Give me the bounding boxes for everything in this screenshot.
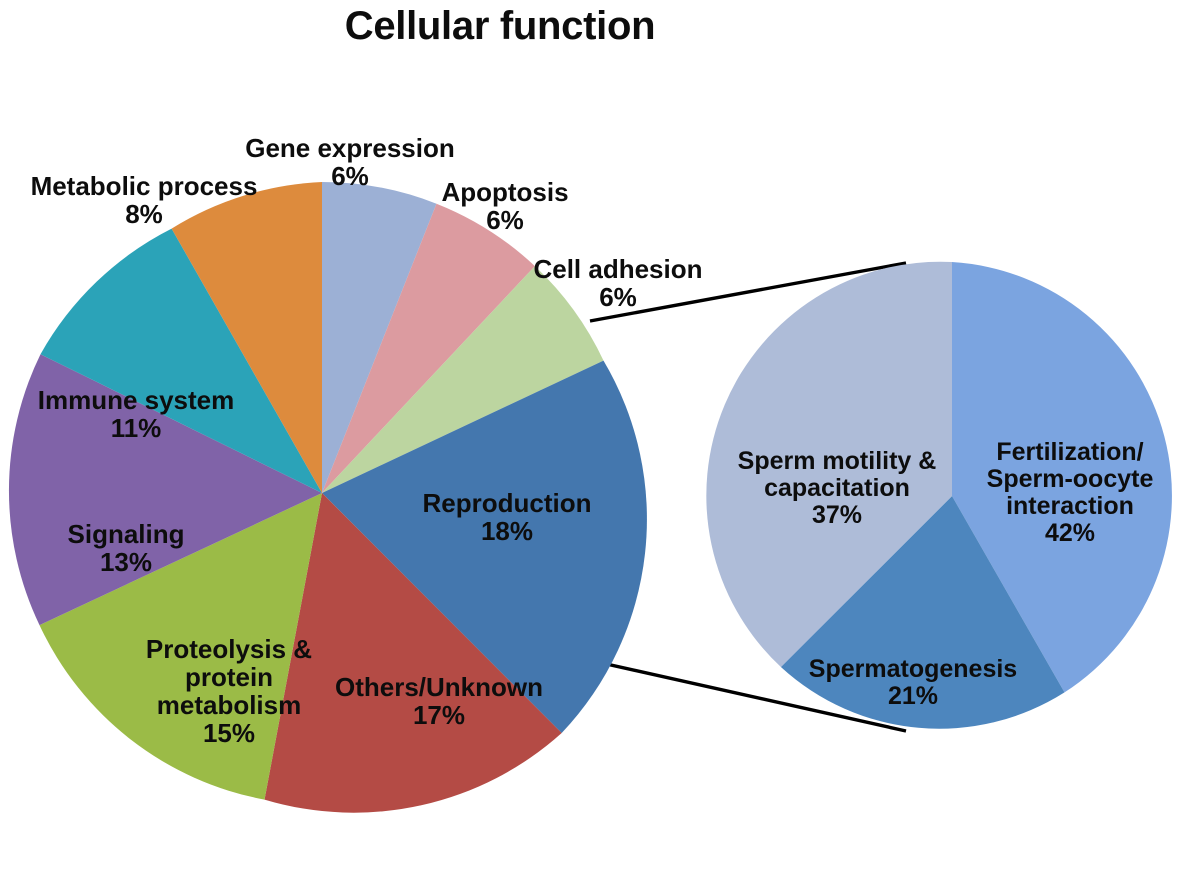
label-immune-system-pct: 11% xyxy=(110,413,162,444)
label-fertilization-name: Fertilization/ Sperm-oocyte interaction xyxy=(986,438,1154,520)
label-reproduction: Reproduction 18% xyxy=(402,461,612,573)
label-others-unknown: Others/Unknown 17% xyxy=(320,645,558,757)
slice-apoptosis[interactable] xyxy=(322,203,535,493)
label-signaling-name: Signaling xyxy=(67,519,185,550)
label-gene-expression-name: Gene expression xyxy=(245,133,455,164)
label-sperm-motility-capacitation: Sperm motility & capacitation 37% xyxy=(722,421,952,556)
main-pie xyxy=(8,181,647,813)
label-metabolic-process: Metabolic process 8% xyxy=(14,144,274,256)
slice-proteolysis-protein-metabolism[interactable] xyxy=(39,493,323,800)
connector-line-bottom xyxy=(592,659,907,733)
label-spermatogenesis-name: Spermatogenesis xyxy=(808,655,1018,683)
page-title: Cellular function xyxy=(344,4,656,48)
label-metabolic-process-pct: 8% xyxy=(125,199,163,230)
label-others-unknown-pct: 17% xyxy=(412,700,466,731)
slice-spermatogenesis[interactable] xyxy=(780,496,1065,729)
slice-immune-system[interactable] xyxy=(40,228,323,493)
slice-reproduction[interactable] xyxy=(322,360,647,733)
label-gene-expression: Gene expression 6% xyxy=(230,106,470,218)
label-proteolysis-protein-metabolism: Proteolysis & protein metabolism 15% xyxy=(123,607,335,775)
slice-fertilization-sperm-oocyte[interactable] xyxy=(952,262,1172,693)
label-spermatogenesis: Spermatogenesis 21% xyxy=(790,629,1036,737)
label-fertilization-sperm-oocyte: Fertilization/ Sperm-oocyte interaction … xyxy=(960,412,1180,574)
label-sperm-motility-name: Sperm motility & capacitation xyxy=(737,447,937,502)
label-immune-system: Immune system 11% xyxy=(16,358,256,470)
label-gene-expression-pct: 6% xyxy=(331,161,369,192)
label-apoptosis-name: Apoptosis xyxy=(441,177,569,208)
label-reproduction-pct: 18% xyxy=(480,516,534,547)
label-reproduction-name: Reproduction xyxy=(422,488,592,519)
slice-cell-adhesion[interactable] xyxy=(322,266,604,493)
label-immune-system-name: Immune system xyxy=(37,385,235,416)
label-spermatogenesis-pct: 21% xyxy=(887,682,939,710)
label-sperm-motility-pct: 37% xyxy=(811,501,863,529)
label-others-unknown-name: Others/Unknown xyxy=(334,672,543,703)
slice-gene-expression[interactable] xyxy=(322,181,437,493)
detail-pie xyxy=(706,261,1172,729)
slice-metabolic-process[interactable] xyxy=(171,182,322,493)
slice-sperm-motility-capacitation[interactable] xyxy=(706,261,952,667)
label-cell-adhesion-pct: 6% xyxy=(599,282,637,313)
label-proteolysis-pct: 15% xyxy=(202,718,256,749)
label-fertilization-pct: 42% xyxy=(1044,519,1096,547)
label-apoptosis: Apoptosis 6% xyxy=(415,150,595,262)
label-cell-adhesion-name: Cell adhesion xyxy=(533,254,703,285)
connector-line-top xyxy=(589,261,907,323)
label-proteolysis-name: Proteolysis & protein metabolism xyxy=(145,634,313,721)
label-cell-adhesion: Cell adhesion 6% xyxy=(508,227,728,339)
connector-lines xyxy=(589,261,907,733)
label-metabolic-process-name: Metabolic process xyxy=(30,171,258,202)
label-signaling: Signaling 13% xyxy=(33,492,219,604)
slice-others-unknown[interactable] xyxy=(264,493,562,813)
label-signaling-pct: 13% xyxy=(99,547,153,578)
label-apoptosis-pct: 6% xyxy=(486,205,524,236)
slice-signaling[interactable] xyxy=(8,354,322,626)
